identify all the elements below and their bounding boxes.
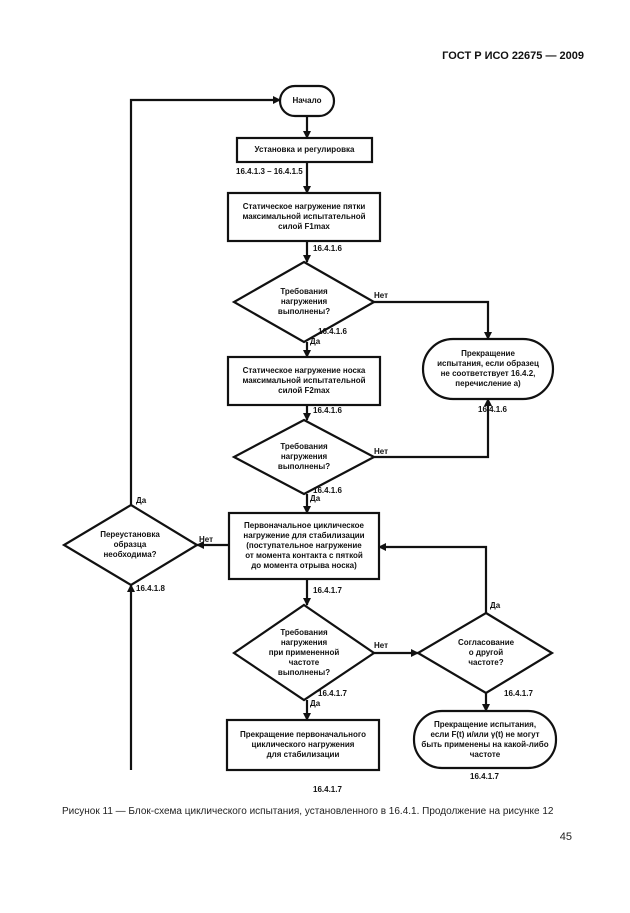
connector	[129, 96, 281, 505]
req2-decision	[231, 418, 377, 496]
figure-caption: Рисунок 11 — Блок-схема циклического исп…	[62, 806, 554, 817]
no-label: Нет	[199, 535, 214, 544]
req3-decision	[232, 603, 376, 702]
clause-ref: 16.4.1.6	[313, 406, 342, 415]
document-header: ГОСТ Р ИСО 22675 — 2009	[442, 50, 584, 62]
req1-decision	[231, 260, 377, 344]
clause-ref: 16.4.1.7	[318, 689, 347, 698]
clause-ref: 16.4.1.7	[470, 772, 499, 781]
clause-ref: 16.4.1.6	[313, 244, 342, 253]
clause-ref: 16.4.1.7	[313, 785, 342, 794]
req1-label: Требования нагружения выполнены?	[277, 287, 331, 316]
req2-label: Требования нагружения выполнены?	[277, 442, 331, 471]
yes-label: Да	[310, 494, 321, 503]
setup-label: Установка и регулировка	[254, 145, 355, 154]
start-label: Начало	[292, 96, 322, 105]
clause-ref: 16.4.1.6	[313, 486, 342, 495]
yes-label: Да	[310, 337, 321, 346]
yes-label: Да	[490, 601, 501, 610]
no-label: Нет	[374, 291, 389, 300]
termination1-label: Прекращение испытания, если образец не с…	[437, 349, 539, 388]
yes-label: Да	[310, 699, 321, 708]
other-freq-label: Согласование о другой частоте?	[457, 638, 515, 667]
connector	[374, 300, 492, 340]
clause-ref: 16.4.1.3 – 16.4.1.5	[236, 167, 303, 176]
req3-label: Требования нагружения при примененной ча…	[268, 628, 340, 677]
yes-label: Да	[136, 496, 147, 505]
static-heel-label: Статическое нагружение пятки максимально…	[242, 202, 366, 231]
termination2-label: Прекращение испытания, если F(t) и/или γ…	[421, 719, 549, 759]
clause-ref: 16.4.1.6	[478, 405, 507, 414]
no-label: Нет	[374, 641, 389, 650]
connector	[374, 398, 492, 459]
no-label: Нет	[374, 447, 389, 456]
clause-ref: 16.4.1.7	[313, 586, 342, 595]
connector	[378, 543, 488, 613]
clause-ref: 16.4.1.7	[504, 689, 533, 698]
reinstall-label: Переустановка образца необходима?	[100, 530, 160, 559]
stop-initial-label: Прекращение первоначального циклического…	[240, 730, 366, 759]
clause-ref: 16.4.1.6	[318, 327, 347, 336]
initial-cyclic-label: Первоначальное циклическое нагружение дл…	[243, 521, 365, 570]
clause-ref: 16.4.1.8	[136, 584, 165, 593]
page-number: 45	[559, 831, 572, 843]
static-toe-label: Статическое нагружение носка максимально…	[242, 366, 366, 395]
